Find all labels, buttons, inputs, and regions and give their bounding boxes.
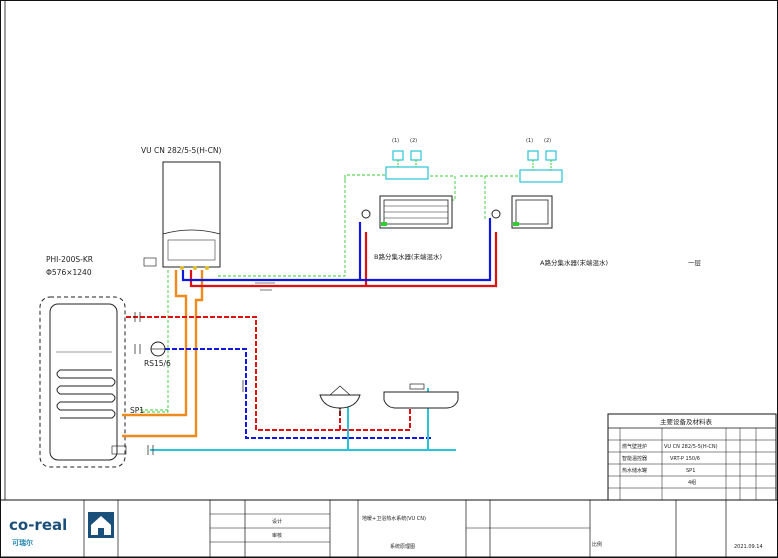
table-row-name: 智能温控器 bbox=[622, 455, 647, 462]
wash-basin bbox=[319, 385, 361, 416]
heating-pipes bbox=[181, 218, 498, 288]
table-row-name: 热水储水罐 bbox=[622, 467, 647, 474]
floor-label: 一层 bbox=[688, 259, 702, 267]
title-mark-2: 审核 bbox=[272, 532, 282, 539]
table-row-value: SP1 bbox=[686, 468, 695, 474]
title-mark-1: 设计 bbox=[272, 518, 282, 525]
drawing-date: 2021.09.14 bbox=[734, 544, 763, 550]
manifold-b: B路分集水器(末端混水) bbox=[361, 195, 453, 261]
equipment-table-title: 主要设备及材料表 bbox=[660, 417, 713, 426]
company-logo-text: co-real bbox=[9, 516, 67, 534]
tank-size: Φ576×1240 bbox=[46, 268, 92, 277]
table-row-name: 燃气壁挂炉 bbox=[622, 443, 647, 450]
bathtub bbox=[383, 383, 459, 409]
table-row-value: VRT-P 150/6 bbox=[670, 456, 700, 462]
manifold-b-title: B路分集水器(末端混水) bbox=[374, 252, 442, 261]
title-block: co-real 可瑞尔 设计 审核 地暖+卫浴热水系统(VU CN) 系统原理图… bbox=[0, 499, 778, 558]
svg-text:(1): (1) bbox=[392, 138, 399, 144]
circulation-pump: RS15/6 bbox=[144, 341, 171, 368]
storage-tank: PHI-200S-KR Φ576×1240 bbox=[39, 255, 127, 468]
svg-text:(2): (2) bbox=[410, 138, 417, 144]
svg-text:(1): (1) bbox=[526, 138, 533, 144]
thermostats-a: (1) (2) bbox=[519, 138, 563, 183]
project-name: 地暖+卫浴热水系统(VU CN) bbox=[362, 515, 426, 522]
thermostats-b: (1) (2) bbox=[385, 138, 429, 180]
table-row-value: 4组 bbox=[688, 479, 696, 486]
pipe-connectors bbox=[134, 312, 244, 455]
manifold-a: A路分集水器(末端混水) bbox=[491, 195, 608, 267]
equipment-table: 主要设备及材料表 燃气壁挂炉 VU CN 282/5-5(H-CN) 智能温控器… bbox=[607, 413, 777, 501]
boiler-flue bbox=[143, 257, 157, 267]
table-row-value: VU CN 282/5-5(H-CN) bbox=[664, 444, 718, 450]
manifold-a-title: A路分集水器(末端混水) bbox=[540, 258, 608, 267]
scale-label: 比例 bbox=[592, 541, 602, 548]
drawing-title: 系统原理图 bbox=[390, 543, 415, 550]
tank-model: PHI-200S-KR bbox=[46, 255, 93, 264]
sensor-label: SP1 bbox=[130, 406, 144, 415]
svg-text:(2): (2) bbox=[544, 138, 551, 144]
pump-label: RS15/6 bbox=[144, 359, 171, 368]
wall-boiler: VU CN 282/5-5(H-CN) bbox=[141, 146, 221, 270]
boiler-model: VU CN 282/5-5(H-CN) bbox=[141, 146, 221, 155]
company-logo-subtext: 可瑞尔 bbox=[12, 538, 33, 547]
